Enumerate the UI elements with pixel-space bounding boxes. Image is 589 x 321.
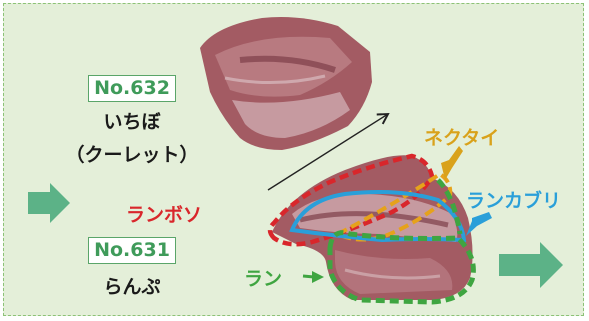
right-flow-arrow-icon <box>499 242 563 288</box>
item-631-number: No.631 <box>94 239 170 261</box>
item-632-name: いちぼ <box>62 107 202 134</box>
rancabri-pointer-arrow <box>466 212 492 236</box>
item-632-alias: （クーレット） <box>30 140 234 167</box>
left-flow-arrow-icon <box>28 183 70 223</box>
necktie-pointer-arrow <box>441 146 463 180</box>
ran-label: ラン <box>244 264 282 291</box>
ran-pointer-arrow <box>303 271 324 283</box>
necktie-label: ネクタイ <box>424 123 499 150</box>
item-631-name: らんぷ <box>62 272 202 299</box>
rancabri-label: ランカブリ <box>466 186 561 213</box>
rumbosoh-label: ランボソ <box>126 200 202 227</box>
item-632-number: No.632 <box>94 77 170 99</box>
item-632-badge: No.632 <box>88 75 176 102</box>
item-631-badge: No.631 <box>88 237 176 264</box>
ichibo-meat-image <box>200 17 372 150</box>
